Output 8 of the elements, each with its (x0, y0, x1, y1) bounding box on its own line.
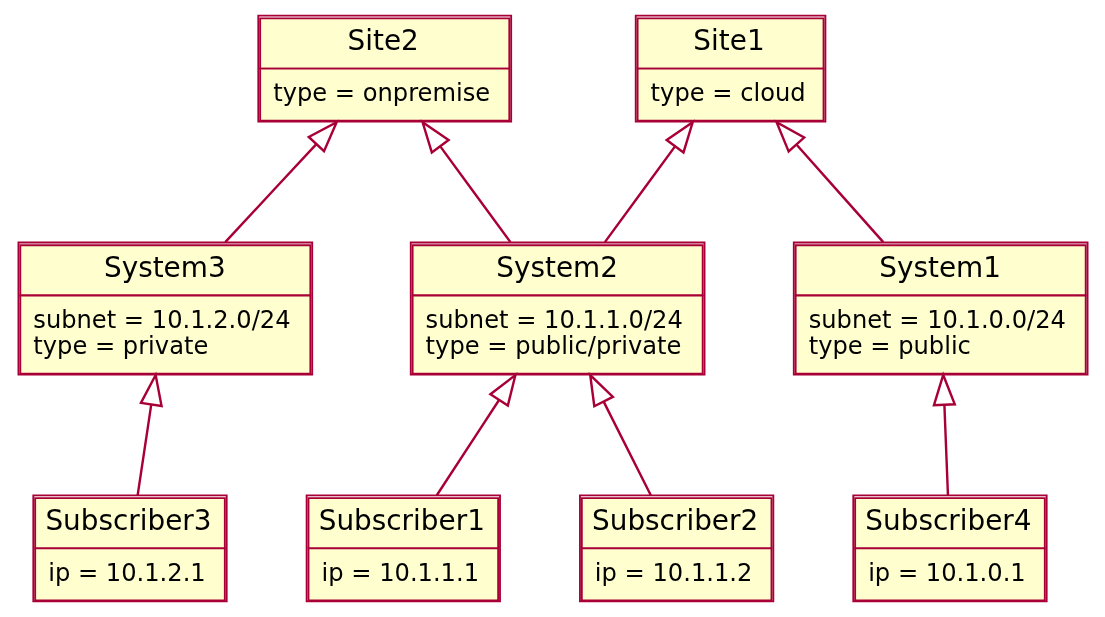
arrow (773, 119, 884, 243)
arrow (419, 119, 511, 243)
arrow (603, 119, 695, 243)
arrow (435, 371, 517, 496)
arrow (931, 371, 957, 496)
arrow (223, 119, 339, 243)
arrow (588, 371, 652, 496)
arrow (135, 371, 163, 496)
